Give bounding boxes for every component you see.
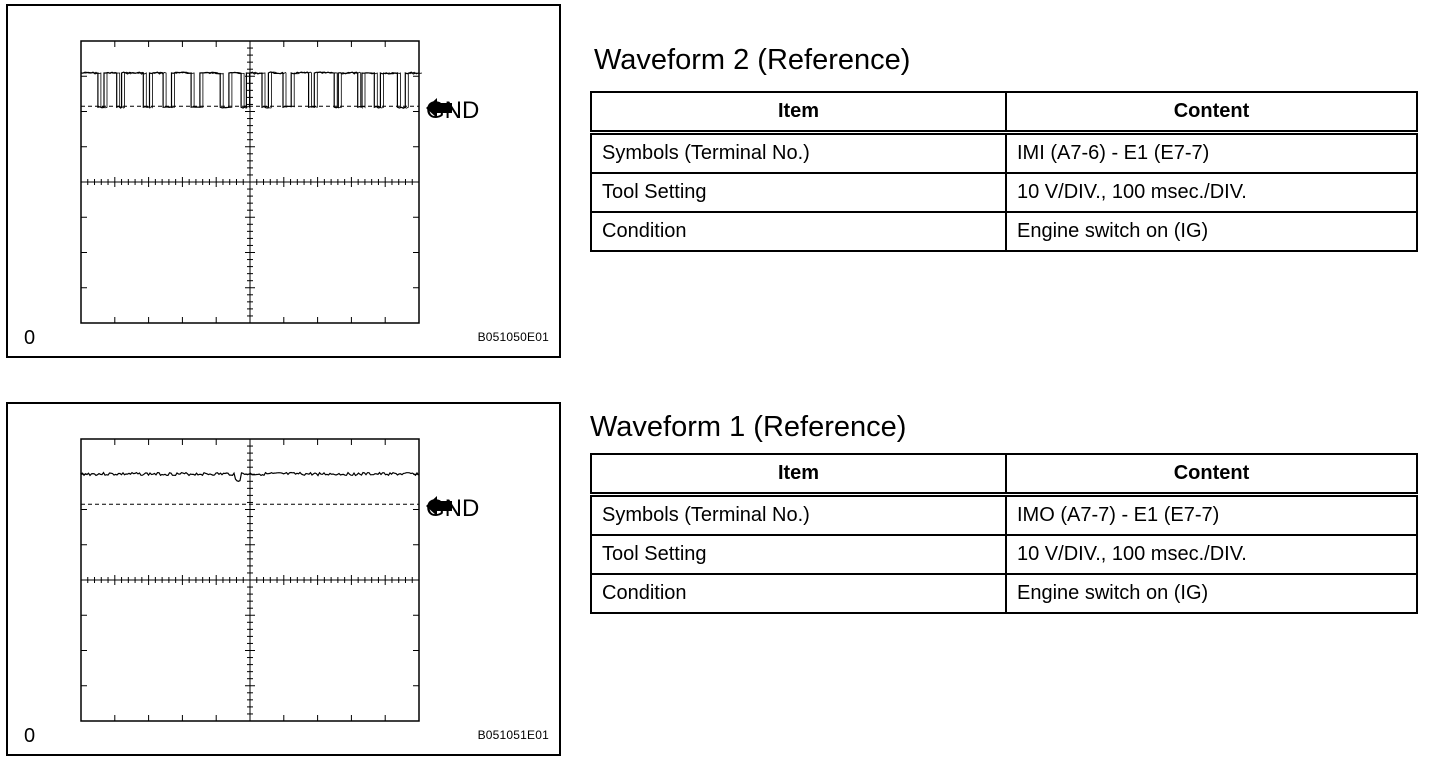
table-cell: Engine switch on (IG) (1005, 211, 1418, 252)
origin-label: 0 (24, 725, 36, 747)
figure-code: B051051E01 (477, 728, 549, 742)
header-content: Content (1005, 91, 1418, 135)
table-row: Condition Engine switch on (IG) (590, 573, 1418, 614)
table-row: Tool Setting 10 V/DIV., 100 msec./DIV. (590, 172, 1418, 213)
waveform-trace (80, 471, 419, 482)
spec-table: Item Content Symbols (Terminal No.) IMI … (590, 91, 1418, 252)
table-cell: Tool Setting (590, 534, 1007, 575)
origin-label: 0 (24, 327, 36, 349)
scope-screen (80, 438, 420, 722)
table-cell: 10 V/DIV., 100 msec./DIV. (1005, 172, 1418, 213)
waveform-title: Waveform 1 (Reference) (590, 411, 907, 443)
table-header-row: Item Content (590, 453, 1418, 497)
table-row: Symbols (Terminal No.) IMO (A7-7) - E1 (… (590, 493, 1418, 536)
table-cell: Condition (590, 211, 1007, 252)
header-content: Content (1005, 453, 1418, 497)
table-header-row: Item Content (590, 91, 1418, 135)
header-item: Item (590, 91, 1007, 135)
table-cell: 10 V/DIV., 100 msec./DIV. (1005, 534, 1418, 575)
gnd-marker: GND (426, 97, 479, 125)
scope-screen (80, 40, 423, 324)
table-cell: Condition (590, 573, 1007, 614)
gnd-marker: GND (426, 495, 479, 523)
table-row: Condition Engine switch on (IG) (590, 211, 1418, 252)
table-row: Tool Setting 10 V/DIV., 100 msec./DIV. (590, 534, 1418, 575)
table-cell: Symbols (Terminal No.) (590, 493, 1007, 536)
table-cell: IMO (A7-7) - E1 (E7-7) (1005, 493, 1418, 536)
waveform-title: Waveform 2 (Reference) (594, 44, 911, 76)
spec-table: Item Content Symbols (Terminal No.) IMO … (590, 453, 1418, 614)
table-cell: Symbols (Terminal No.) (590, 131, 1007, 174)
header-item: Item (590, 453, 1007, 497)
table-row: Symbols (Terminal No.) IMI (A7-6) - E1 (… (590, 131, 1418, 174)
table-cell: Tool Setting (590, 172, 1007, 213)
arrow-left-icon (426, 496, 452, 516)
oscilloscope-figure-top: GND 0 B051050E01 (6, 4, 561, 358)
oscilloscope-figure-bottom: GND 0 B051051E01 (6, 402, 561, 756)
table-cell: IMI (A7-6) - E1 (E7-7) (1005, 131, 1418, 174)
waveform-trace-overlap (83, 71, 423, 109)
table-cell: Engine switch on (IG) (1005, 573, 1418, 614)
figure-code: B051050E01 (477, 330, 549, 344)
arrow-left-icon (426, 98, 452, 118)
